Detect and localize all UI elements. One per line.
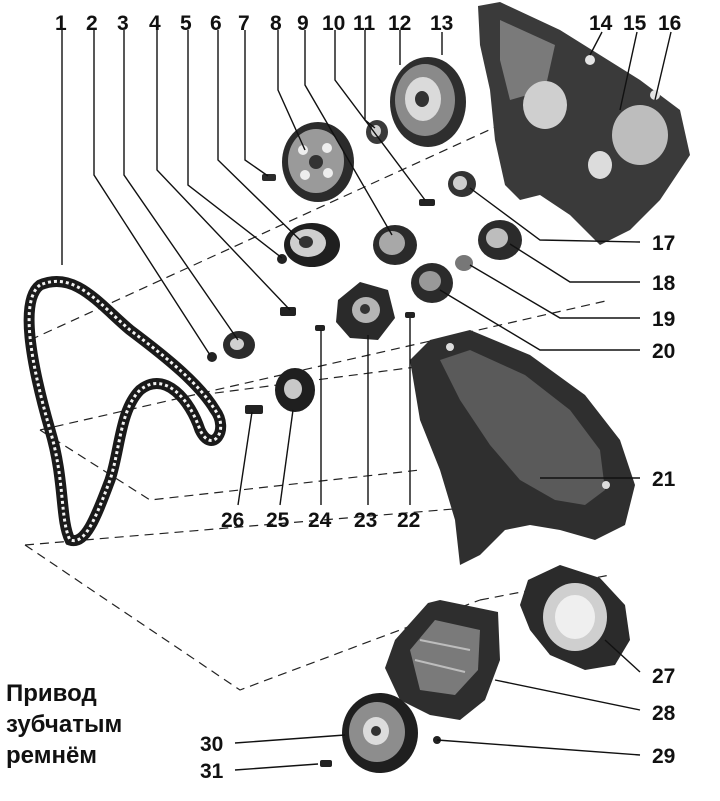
callout-27: 27 (652, 665, 675, 688)
bolt-10 (419, 199, 435, 206)
callout-6: 6 (210, 12, 222, 35)
callout-21: 21 (652, 468, 676, 491)
bolt-4 (280, 307, 296, 316)
callout-10: 10 (322, 12, 345, 35)
timing-belt (23, 275, 227, 547)
callout-2: 2 (86, 12, 98, 35)
diagram-caption: Привод зубчатым ремнём (6, 678, 122, 771)
callout-3: 3 (117, 12, 129, 35)
callout-1: 1 (55, 12, 67, 35)
callout-17: 17 (652, 232, 675, 255)
idler-roller-9 (373, 225, 417, 265)
bolt-22 (405, 312, 415, 318)
callout-30: 30 (200, 733, 223, 756)
tensioner-18 (478, 220, 522, 260)
callout-26: 26 (221, 509, 244, 532)
callout-7: 7 (238, 12, 250, 35)
caption-line-3: ремнём (6, 742, 98, 769)
callout-14: 14 (589, 12, 613, 35)
caption-line-1: Привод (6, 680, 97, 707)
callout-5: 5 (180, 12, 192, 35)
tensioner-pulley (284, 223, 340, 267)
callout-29: 29 (652, 745, 675, 768)
callout-28: 28 (652, 702, 676, 725)
callout-numbers: 1 2 3 4 5 6 7 8 9 10 11 12 13 14 15 16 1… (55, 12, 681, 783)
callout-15: 15 (623, 12, 647, 35)
front-cover (410, 330, 635, 565)
callout-8: 8 (270, 12, 282, 35)
small-pulley-3 (223, 331, 255, 359)
pump-pulley (282, 122, 354, 202)
bolt-26 (245, 405, 263, 414)
bolt-31 (320, 760, 332, 767)
callout-20: 20 (652, 340, 675, 363)
callout-9: 9 (297, 12, 309, 35)
bolt-small-7 (262, 174, 276, 181)
callout-25: 25 (266, 509, 290, 532)
callout-12: 12 (388, 12, 411, 35)
caption-line-2: зубчатым (6, 711, 123, 738)
callout-18: 18 (652, 272, 676, 295)
idler-roller-17 (448, 171, 476, 197)
callout-11: 11 (353, 12, 376, 35)
camshaft-pulley (390, 57, 466, 147)
callout-4: 4 (149, 12, 161, 35)
leader-lines (61, 30, 672, 771)
water-pump (336, 282, 395, 340)
callout-13: 13 (430, 12, 453, 35)
callout-19: 19 (652, 308, 675, 331)
rear-cover (478, 2, 690, 245)
callout-16: 16 (658, 12, 681, 35)
crank-sprocket (275, 368, 315, 412)
bolt-24 (315, 325, 325, 331)
crank-pulley (342, 693, 418, 773)
roller-20 (411, 263, 453, 303)
lower-cover (385, 600, 500, 720)
washer-19 (455, 255, 473, 271)
callout-31: 31 (200, 760, 224, 783)
callout-23: 23 (354, 509, 377, 532)
callout-22: 22 (397, 509, 420, 532)
seal-ring (520, 565, 630, 670)
callout-24: 24 (308, 509, 332, 532)
